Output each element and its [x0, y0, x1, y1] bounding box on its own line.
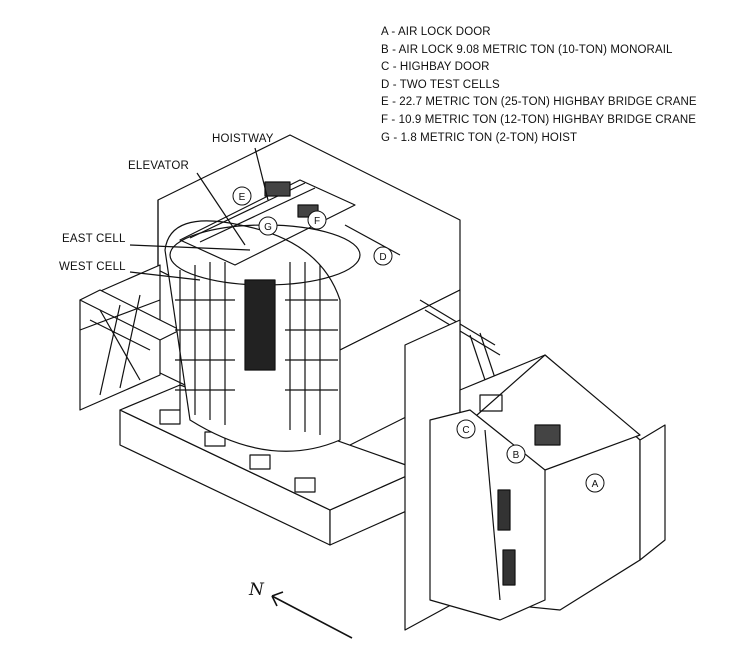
label-elevator: ELEVATOR	[128, 160, 190, 172]
marker-a-circle	[585, 473, 605, 493]
marker-e-circle	[232, 186, 252, 206]
label-hoistway: HOISTWAY	[212, 133, 274, 145]
marker-g: G	[264, 222, 272, 233]
test-cell-cutaway	[164, 220, 361, 452]
legend-item-g: G - 1.8 METRIC TON (2-TON) HOIST	[381, 131, 578, 144]
marker-c-circle	[456, 419, 476, 439]
marker-e: E	[239, 192, 246, 203]
marker-a: A	[592, 479, 599, 490]
north-arrow	[271, 591, 353, 639]
marker-c: C	[462, 425, 469, 436]
marker-d-circle	[373, 246, 393, 266]
legend-item-c: C - HIGHBAY DOOR	[381, 61, 490, 74]
airlock-building	[404, 319, 666, 631]
label-east-cell: EAST CELL	[62, 233, 126, 245]
legend-item-d: D - TWO TEST CELLS	[381, 78, 500, 91]
legend: A - AIR LOCK DOOR B - AIR LOCK 9.08 METR…	[381, 24, 731, 147]
marker-g-circle	[258, 216, 278, 236]
marker-f: F	[314, 216, 320, 227]
legend-item-b: B - AIR LOCK 9.08 METRIC TON (10-TON) MO…	[381, 43, 673, 56]
legend-item-a: A - AIR LOCK DOOR	[381, 26, 491, 38]
marker-b: B	[513, 450, 520, 461]
marker-f-circle	[307, 210, 327, 230]
marker-d: D	[379, 252, 386, 263]
west-annex	[79, 264, 181, 411]
legend-item-f: F - 10.9 METRIC TON (12-TON) HIGHBAY BRI…	[381, 113, 697, 126]
legend-item-e: E - 22.7 METRIC TON (25-TON) HIGHBAY BRI…	[381, 96, 697, 109]
north-label: N	[249, 580, 264, 600]
leader-lines	[129, 147, 269, 281]
label-west-cell: WEST CELL	[59, 261, 126, 273]
marker-b-circle	[506, 444, 526, 464]
